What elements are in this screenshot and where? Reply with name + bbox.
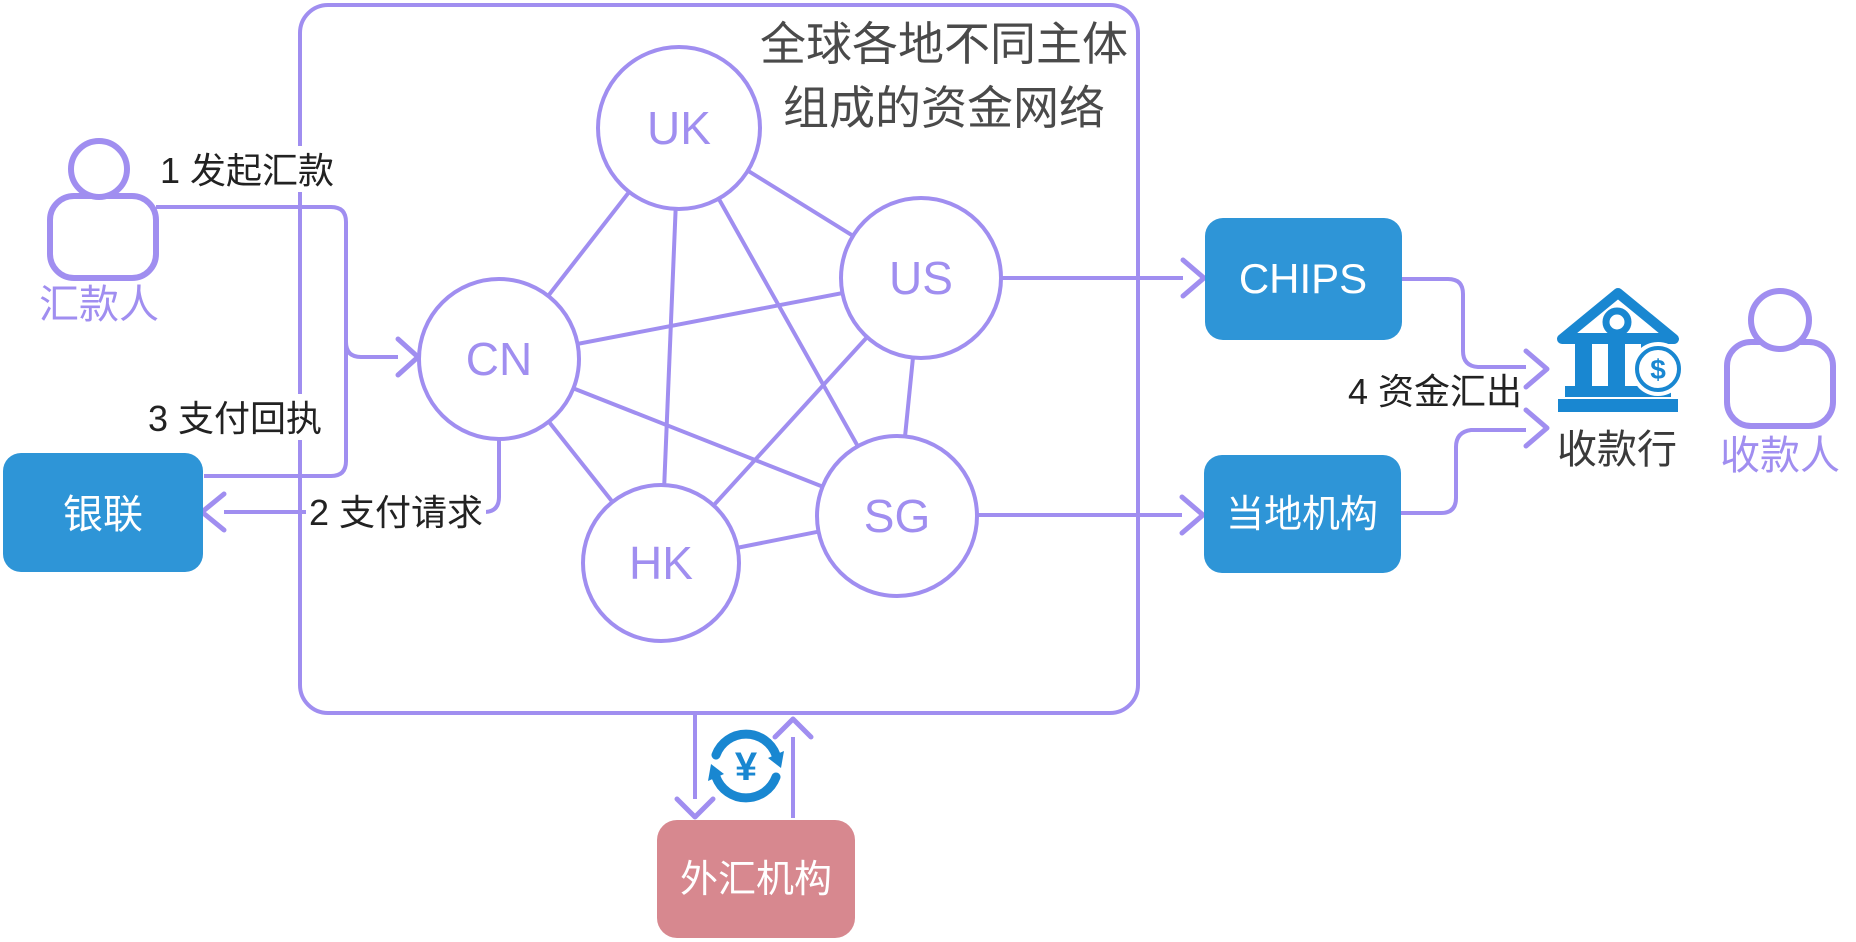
payee-label: 收款人 [1720,434,1840,478]
arrowhead-into-local [1179,494,1206,536]
remitter-user-icon [47,138,159,281]
forex-agency-label: 外汇机构 [680,859,832,901]
step1-label: 1 发起汇款 [160,150,334,191]
bank-roof-window [1602,307,1632,337]
arrowhead-into-cn [395,336,421,378]
unionpay-box [3,453,203,572]
sg-to-local-group [977,494,1206,536]
bank-base-lower [1558,399,1678,412]
arrowhead-into-bank-bottom [1523,407,1550,449]
node-uk-label: UK [647,102,711,154]
step4-label: 4 资金汇出 [1348,371,1522,412]
step2-label-bg [306,492,486,532]
yuan-symbol: ¥ [735,745,758,789]
exchange-arrowtip-left [708,764,724,781]
payee-head [1748,288,1812,352]
node-sg-label: SG [864,490,930,542]
local-agency-label: 当地机构 [1226,494,1378,536]
payee-user-icon [1724,288,1836,429]
dollar-symbol: $ [1650,354,1666,385]
chips-box [1205,218,1402,340]
chips-to-bank-line [1402,277,1526,369]
branch-to-cn-line [344,341,398,359]
arrowhead-into-forex [674,796,716,820]
step3-label: 3 支付回执 [148,398,322,439]
step2-label: 2 支付请求 [309,492,483,533]
arrowhead-into-bank-top [1523,348,1550,390]
exchange-arrowtip-right [768,751,784,768]
arrowhead-into-chips [1180,257,1207,299]
chips-label: CHIPS [1239,255,1367,302]
step3-label-bg [140,394,329,440]
local-to-bank-line [1401,428,1526,515]
us-to-chips-group [1001,257,1207,299]
network-nodes: UK CN US HK SG [417,45,1003,643]
node-uk [596,45,762,211]
remitter-flow-lines [156,205,421,478]
remitter-to-unionpay-line [156,205,348,478]
step1-label-bg [155,146,339,192]
diagram-title-line2: 组成的资金网络 [783,82,1105,134]
diagram-title-line1: 全球各地不同主体 [760,18,1128,70]
label-backgrounds [140,146,486,532]
receiving-bank-label: 收款行 [1557,428,1677,472]
bank-column-middle [1608,344,1625,386]
dollar-badge-icon [1635,346,1681,392]
bank-column-left [1575,344,1592,386]
local-to-bank-group [1401,407,1550,515]
bank-architrave [1568,333,1668,344]
currency-exchange-icon: ¥ [708,729,784,803]
forex-exchange-arrows [674,715,814,820]
chips-to-bank-group [1402,277,1550,390]
node-hk [581,483,741,643]
arrowhead-into-unionpay [199,491,227,533]
remitter-head [68,138,130,200]
remitter-body [47,193,159,281]
remitter-label: 汇款人 [39,283,159,327]
arrowhead-into-box [772,716,814,740]
node-cn-label: CN [466,333,532,385]
exchange-arc-bottom [711,772,781,803]
payee-body [1724,339,1836,429]
exchange-arc-top [711,729,781,760]
receiving-bank-icon: $ [1557,288,1685,412]
local-agency-box [1204,455,1401,573]
node-us-label: US [889,252,953,304]
forex-agency-box [657,820,855,938]
node-hk-label: HK [629,537,693,589]
bank-base-upper [1565,386,1671,397]
unionpay-label: 银联 [63,493,143,537]
